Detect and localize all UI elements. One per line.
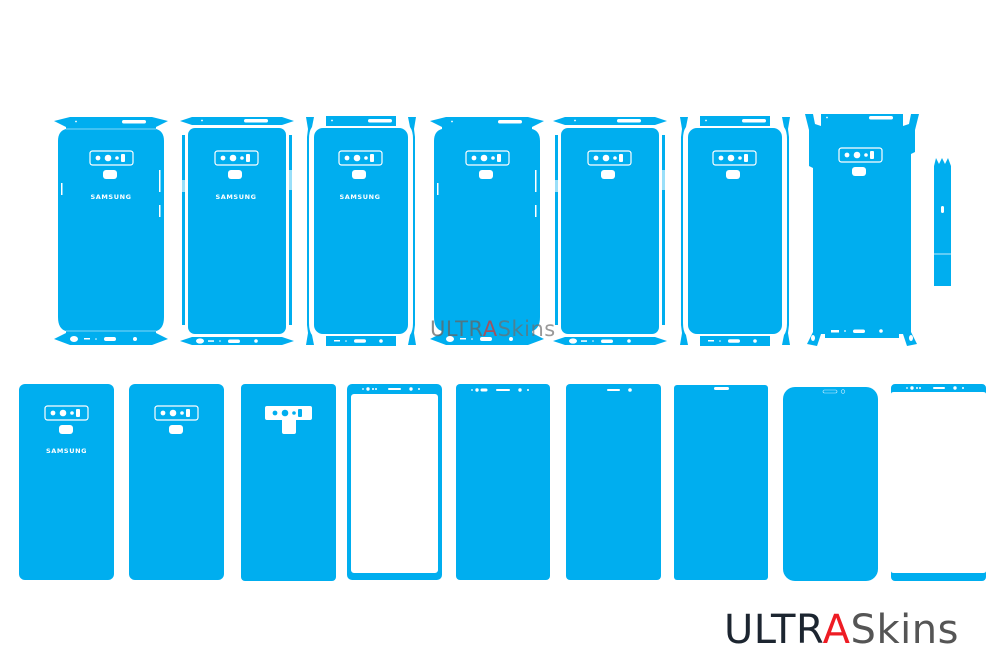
logo-suffix: Skins <box>850 607 959 653</box>
template-full-wrap-2: SAMSUNG <box>178 115 296 347</box>
template-full-wrap-3: SAMSUNG <box>302 115 420 347</box>
svg-text:SAMSUNG: SAMSUNG <box>215 193 256 201</box>
watermark-logo: ULTRASkins <box>430 317 556 341</box>
template-side-strip <box>932 156 954 288</box>
template-front-full-2 <box>566 384 661 580</box>
svg-text:SAMSUNG: SAMSUNG <box>46 447 87 455</box>
template-full-wrap-4 <box>428 115 546 347</box>
svg-text:SAMSUNG: SAMSUNG <box>90 193 131 201</box>
template-front-edges <box>891 384 986 581</box>
template-front-frame <box>347 384 442 580</box>
template-full-wrap-5 <box>551 115 669 347</box>
template-back-3 <box>241 384 336 581</box>
watermark-prefix: ULTR <box>430 317 483 341</box>
template-front-rounded <box>783 387 878 581</box>
watermark-suffix: Skins <box>497 317 556 341</box>
brand-logo: ULTRASkins <box>724 606 959 654</box>
template-front-full-1 <box>456 384 550 580</box>
logo-prefix: ULTR <box>724 607 823 653</box>
template-full-wrap-1: SAMSUNG <box>52 115 170 347</box>
svg-text:SAMSUNG: SAMSUNG <box>339 193 380 201</box>
template-back-1: SAMSUNG <box>19 384 114 580</box>
watermark-accent: A <box>482 317 498 341</box>
logo-accent: A <box>822 607 851 653</box>
template-front-full-3 <box>674 385 768 580</box>
template-full-wrap-6 <box>676 115 794 347</box>
template-back-2 <box>129 384 224 580</box>
template-full-wrap-7 <box>803 112 921 348</box>
